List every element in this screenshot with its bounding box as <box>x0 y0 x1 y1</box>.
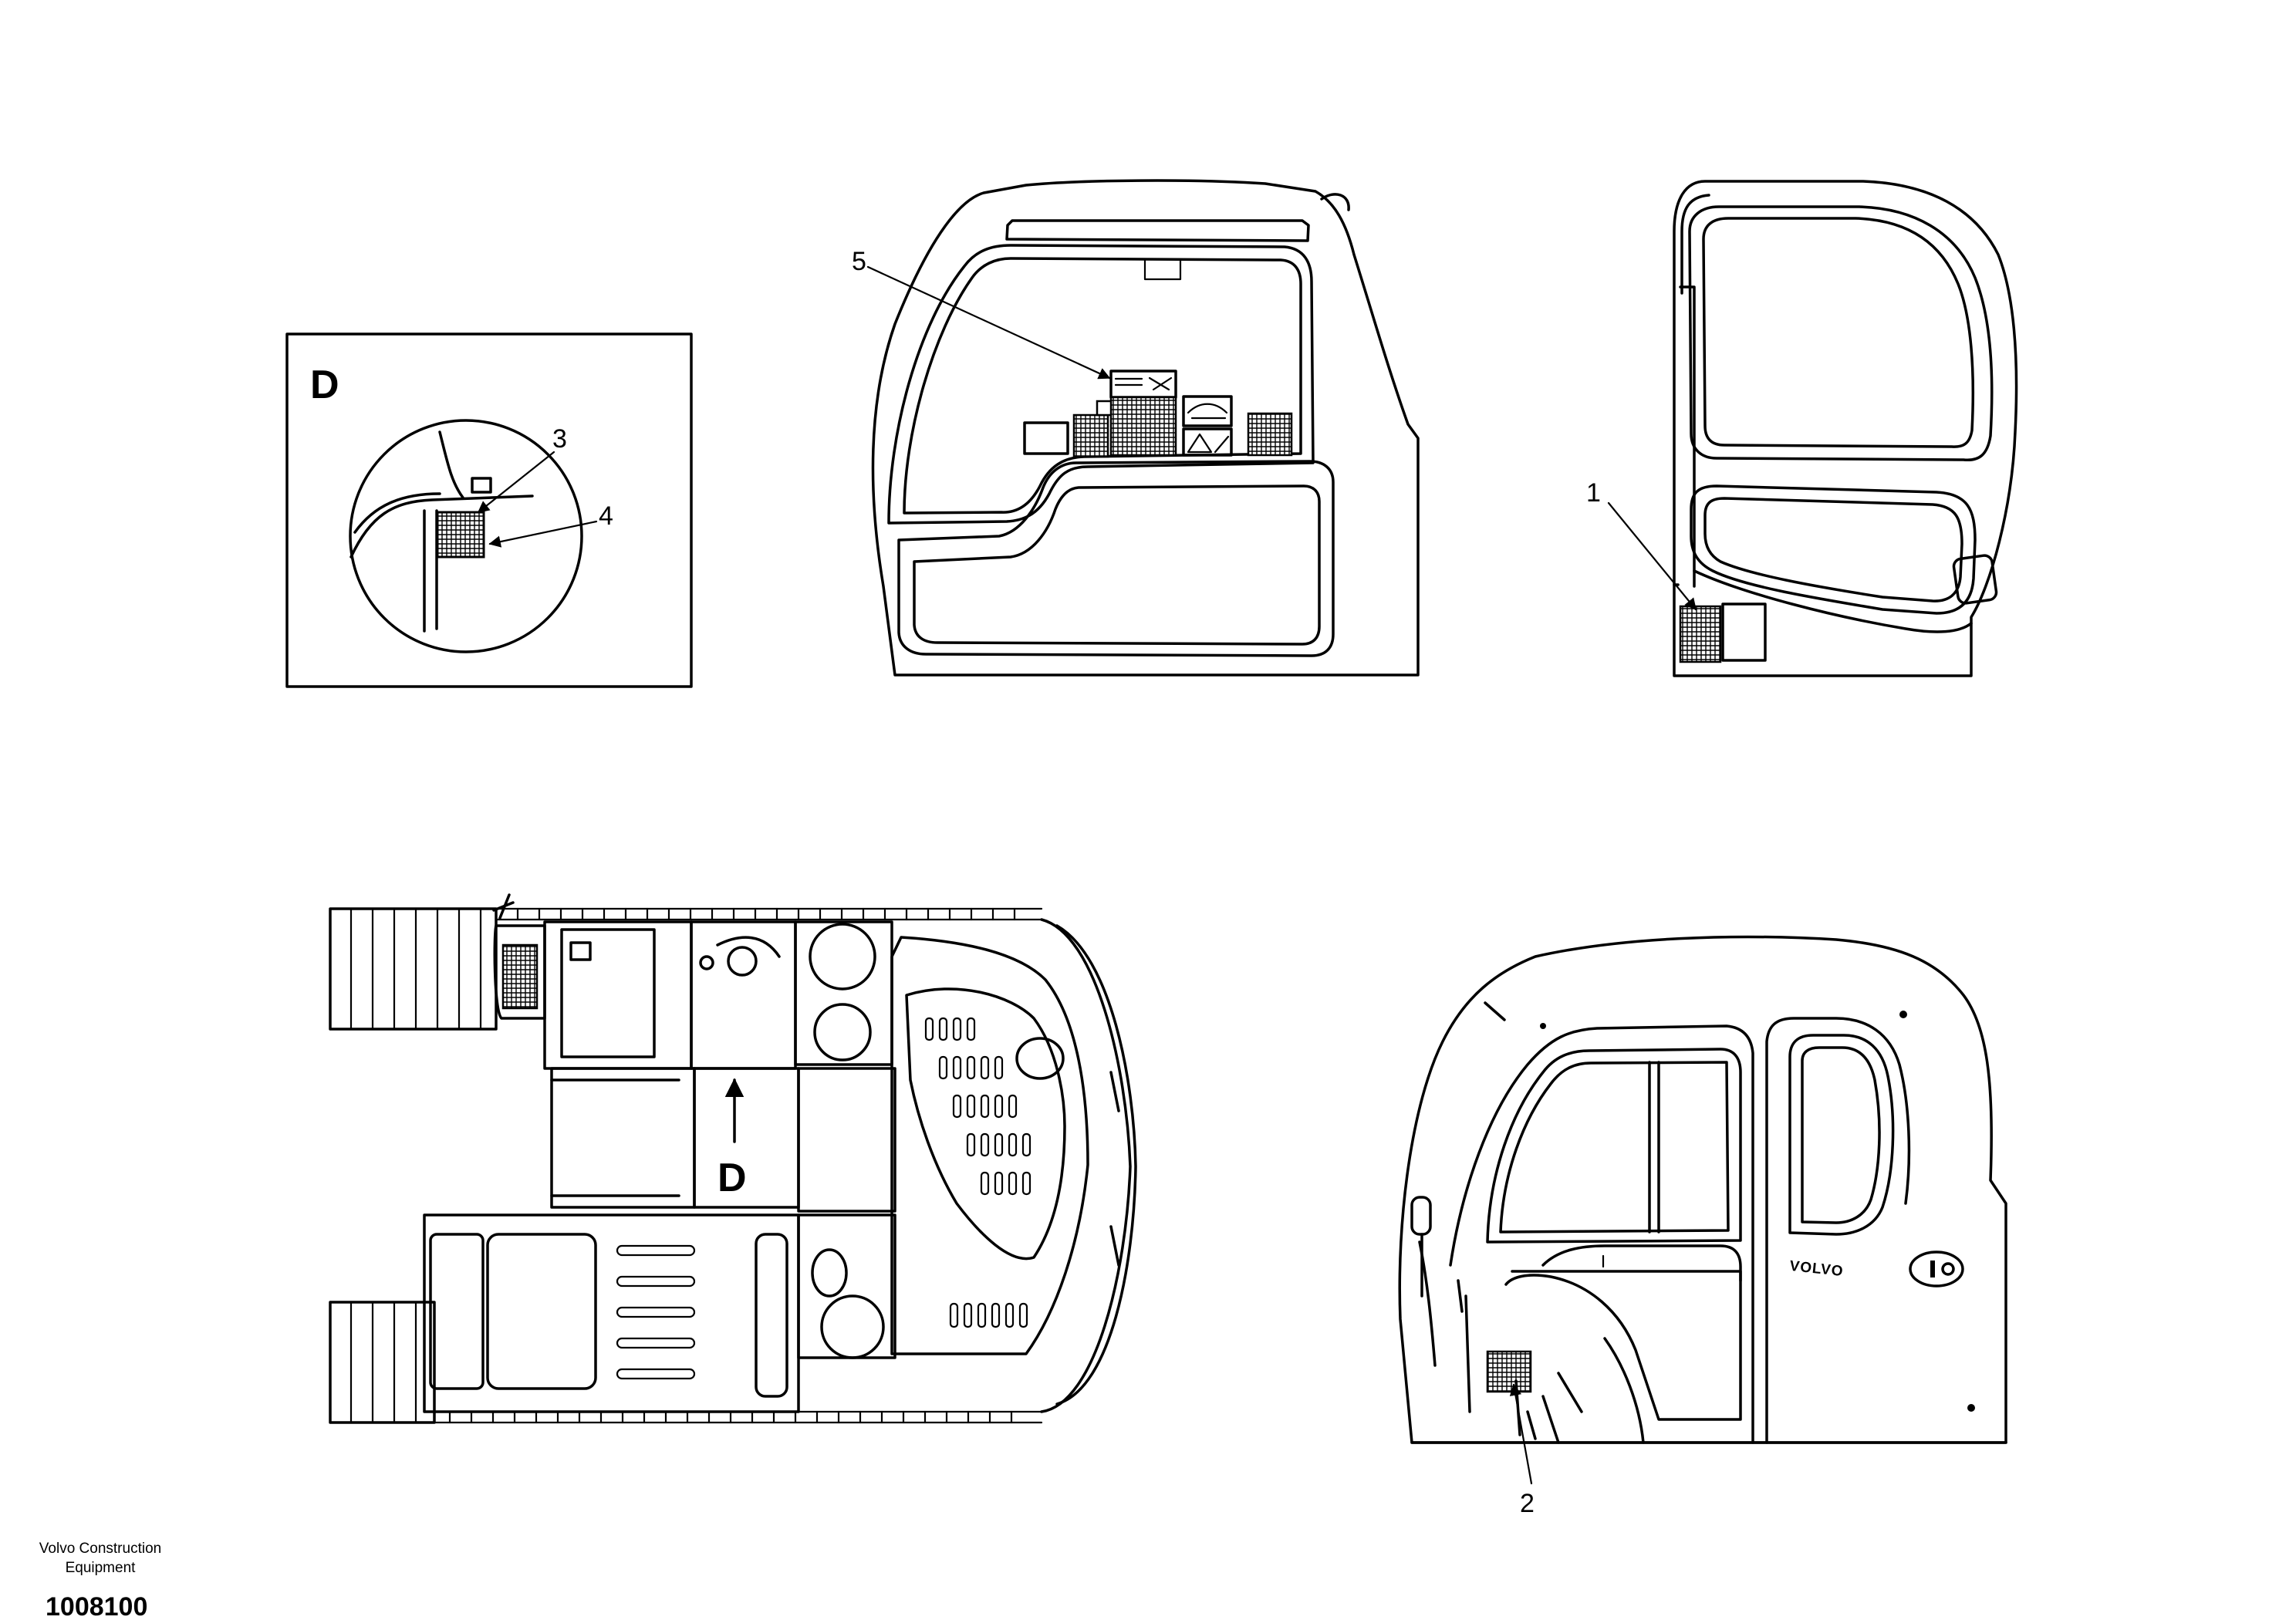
footer-block: Volvo Construction Equipment 1008100 <box>39 1541 161 1620</box>
cab-side-view: 1 <box>1586 180 2018 677</box>
callout-leader-5 <box>866 265 1111 380</box>
detail-view-d: D 3 4 <box>285 332 693 688</box>
callout-leader-1 <box>1607 501 1697 611</box>
callout-leader-4 <box>488 520 598 548</box>
company-name-line2: Equipment <box>66 1560 137 1576</box>
view-d-marker: D <box>718 1156 747 1200</box>
decal-icon <box>436 511 485 559</box>
cab-front-view: VOLVO 2 <box>1398 935 2007 1518</box>
machine-top-view: D <box>329 893 1137 1424</box>
callout-4: 4 <box>599 501 613 531</box>
callout-2: 2 <box>1520 1489 1535 1518</box>
cab-rear-view: 5 <box>852 179 1420 677</box>
callout-3: 3 <box>552 424 567 454</box>
callout-leader-3 <box>477 451 555 514</box>
detail-view-title: D <box>310 363 339 407</box>
volvo-logo-text: VOLVO <box>1789 1258 1845 1280</box>
callout-leader-2 <box>1509 1383 1533 1485</box>
document-number: 1008100 <box>46 1592 147 1620</box>
company-name-line1: Volvo Construction <box>39 1541 161 1557</box>
callout-1: 1 <box>1586 478 1601 508</box>
callout-5: 5 <box>852 247 866 276</box>
